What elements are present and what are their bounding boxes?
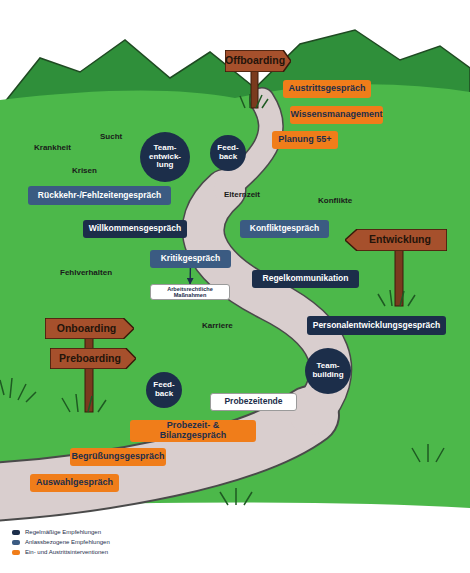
- node-text: Team- entwick- lung: [146, 144, 184, 170]
- node-text: Konfliktgespräch: [250, 224, 319, 233]
- intervention-box: Planung 55+: [272, 131, 338, 149]
- node-text: Regelkommunikation: [263, 274, 349, 283]
- node-text: Onboarding: [57, 323, 117, 335]
- node-text: Personalentwicklungsgespräch: [313, 321, 441, 330]
- node-text: Kritikgespräch: [161, 254, 221, 263]
- note-label: Fehlverhalten: [60, 268, 112, 277]
- path-outline: [0, 100, 331, 492]
- node-text: Planung 55+: [278, 135, 331, 145]
- legend-row: Regelmäßige Empfehlungen: [12, 527, 110, 537]
- occasion-box: Kritikgespräch: [150, 250, 231, 268]
- note-label: Sucht: [100, 132, 122, 141]
- circle-node: Feed- back: [146, 372, 182, 408]
- legend-swatch: [12, 540, 20, 545]
- intervention-box: Begrüßungsgespräch: [70, 448, 166, 466]
- path-surface: [0, 100, 331, 492]
- legend-swatch: [12, 530, 20, 535]
- note-label: Krisen: [72, 166, 97, 175]
- connector-arrow: [189, 268, 191, 284]
- node-text: Probezeitende: [224, 397, 282, 406]
- node-text: Entwicklung: [369, 234, 431, 246]
- node-text: Austrittsgespräch: [288, 84, 365, 94]
- signpost: Entwicklung: [345, 229, 447, 251]
- legend-row: Anlassbezogene Empfehlungen: [12, 537, 110, 547]
- sign-shape: [225, 50, 291, 72]
- grass-tufts: [0, 94, 444, 505]
- note-label: Konflikte: [318, 196, 352, 205]
- node-text: Rückkehr-/Fehlzeitengespräch: [38, 191, 161, 200]
- node-text: Arbeitsrechtliche Maßnahmen: [154, 286, 226, 298]
- regular-box: Willkommensgespräch: [83, 220, 187, 238]
- legend-swatch: [12, 550, 20, 555]
- intervention-box: Wissensmanagement: [290, 106, 383, 124]
- note-label: Elternzeit: [224, 190, 260, 199]
- intervention-box: Probezeit- & Bilanzgespräch: [130, 420, 256, 442]
- milestone-box: Probezeitende: [210, 393, 297, 411]
- circle-node: Team- entwick- lung: [140, 132, 190, 182]
- node-text: Team- building: [311, 362, 345, 380]
- legend-text: Ein- und Austrittsinterventionen: [25, 549, 108, 555]
- intervention-box: Austrittsgespräch: [283, 80, 371, 98]
- node-text: Probezeit- & Bilanzgespräch: [133, 421, 253, 441]
- regular-box: Regelkommunikation: [252, 270, 359, 288]
- intervention-box: Auswahlgespräch: [30, 474, 119, 492]
- occasion-box: Rückkehr-/Fehlzeitengespräch: [28, 186, 171, 205]
- milestone-box: Arbeitsrechtliche Maßnahmen: [150, 284, 230, 300]
- signpost: Onboarding: [45, 318, 134, 339]
- node-text: Feed- back: [152, 381, 176, 399]
- node-text: Offboarding: [225, 55, 285, 67]
- node-text: Begrüßungsgespräch: [72, 452, 165, 462]
- legend-text: Anlassbezogene Empfehlungen: [25, 539, 110, 545]
- node-text: Feed- back: [216, 144, 240, 162]
- signpost: Offboarding: [225, 50, 291, 72]
- note-label: Karriere: [202, 321, 233, 330]
- node-text: Wissensmanagement: [291, 110, 383, 120]
- sign-shape: [45, 318, 134, 339]
- node-text: Auswahlgespräch: [36, 478, 113, 488]
- occasion-box: Konfliktgespräch: [240, 220, 329, 238]
- note-label: Krankheit: [34, 143, 71, 152]
- node-text: Preboarding: [59, 353, 121, 365]
- sign-shape: [50, 348, 136, 369]
- signpost: Preboarding: [50, 348, 136, 369]
- legend-text: Regelmäßige Empfehlungen: [25, 529, 101, 535]
- legend: Regelmäßige EmpfehlungenAnlassbezogene E…: [12, 527, 110, 557]
- legend-row: Ein- und Austrittsinterventionen: [12, 547, 110, 557]
- circle-node: Team- building: [305, 348, 351, 394]
- node-text: Willkommensgespräch: [89, 224, 182, 233]
- sign-shape: [345, 229, 447, 251]
- circle-node: Feed- back: [210, 135, 246, 171]
- regular-box: Personalentwicklungsgespräch: [307, 316, 446, 335]
